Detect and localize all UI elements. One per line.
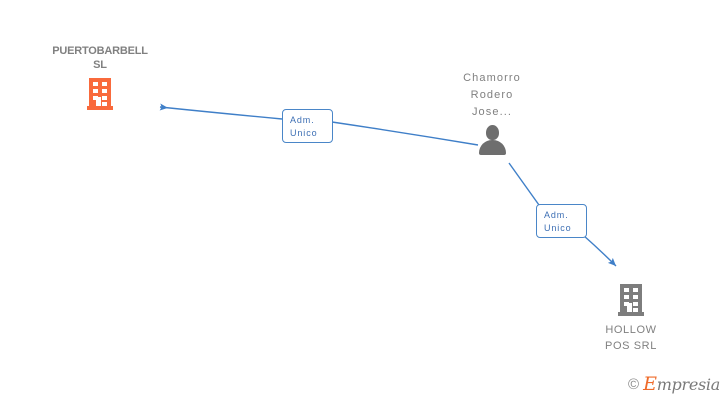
building-icon[interactable]: [618, 284, 644, 316]
node-chamorro-label: Chamorro Rodero Jose...: [463, 72, 521, 118]
building-window: [633, 288, 638, 292]
building-window: [93, 82, 98, 86]
edge-chamorro-hollowpos-upper-segment: [508, 162, 540, 206]
building-base: [618, 312, 644, 316]
node-hollow-pos-srl[interactable]: HOLLOW POS SRL: [571, 284, 691, 354]
empresia-logo-rest: mpresia: [656, 375, 721, 394]
building-window: [633, 308, 638, 312]
node-chamorro-rodero-jose[interactable]: Chamorro Rodero Jose...: [432, 70, 552, 155]
edge-label-adm-unico-hollowpos[interactable]: Adm. Unico: [536, 204, 587, 238]
edge-label-adm-unico-puertobarbell[interactable]: Adm. Unico: [282, 109, 333, 143]
node-puertobarbell-label: PUERTOBARBELL SL: [52, 45, 148, 71]
empresia-logo: Empresia: [643, 375, 720, 394]
building-window: [633, 295, 638, 299]
building-window: [624, 288, 629, 292]
building-window: [102, 89, 107, 93]
building-window: [624, 302, 629, 306]
building-window: [624, 295, 629, 299]
person-icon[interactable]: [475, 125, 509, 155]
empresia-logo-initial: E: [643, 373, 657, 395]
node-hollow-pos-srl-label: HOLLOW POS SRL: [605, 324, 657, 352]
edge-chamorro-hollowpos-lower-segment: [582, 234, 617, 267]
building-window: [93, 96, 98, 100]
building-window: [102, 96, 107, 100]
building-door: [96, 97, 101, 106]
building-window: [93, 89, 98, 93]
building-base: [87, 106, 113, 110]
edge-chamorro-puertobarbell-left-segment: [159, 103, 283, 120]
empresia-watermark: © Empresia: [628, 375, 720, 394]
building-icon[interactable]: [87, 78, 113, 110]
node-puertobarbell[interactable]: PUERTOBARBELL SL: [32, 44, 168, 110]
person-head: [486, 125, 499, 140]
building-window: [102, 82, 107, 86]
copyright-icon: ©: [628, 376, 640, 393]
building-window: [633, 302, 638, 306]
building-window: [102, 102, 107, 106]
building-door: [627, 303, 632, 312]
person-body: [479, 140, 506, 155]
